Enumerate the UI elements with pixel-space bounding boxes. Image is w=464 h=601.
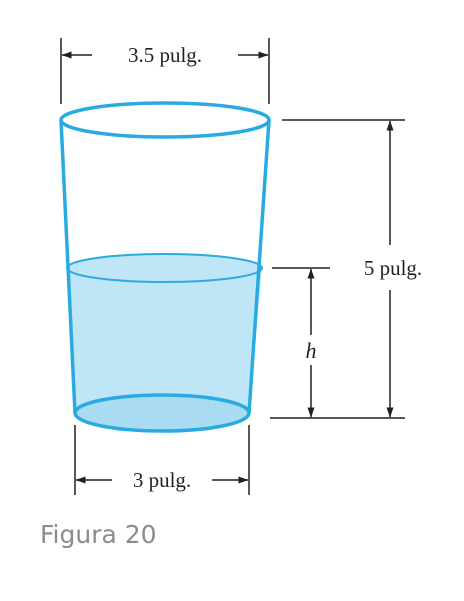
glass-right-wall bbox=[247, 119, 271, 414]
water-height-label: h bbox=[306, 338, 317, 363]
glass-left-wall bbox=[59, 119, 77, 414]
glass-bottom-ellipse bbox=[73, 393, 251, 433]
water-height-dimension bbox=[272, 267, 330, 418]
water-fill bbox=[67, 254, 262, 431]
bottom-diameter-dimension bbox=[74, 425, 250, 495]
height-dimension bbox=[270, 119, 405, 419]
bottom-diameter-label: 3 pulg. bbox=[133, 468, 191, 492]
height-label: 5 pulg. bbox=[364, 256, 422, 280]
figure-caption: Figura 20 bbox=[40, 520, 157, 549]
top-diameter-label: 3.5 pulg. bbox=[128, 43, 202, 67]
glass-rim-ellipse bbox=[59, 101, 271, 139]
top-diameter-dimension bbox=[60, 38, 270, 104]
water-surface bbox=[66, 253, 263, 283]
